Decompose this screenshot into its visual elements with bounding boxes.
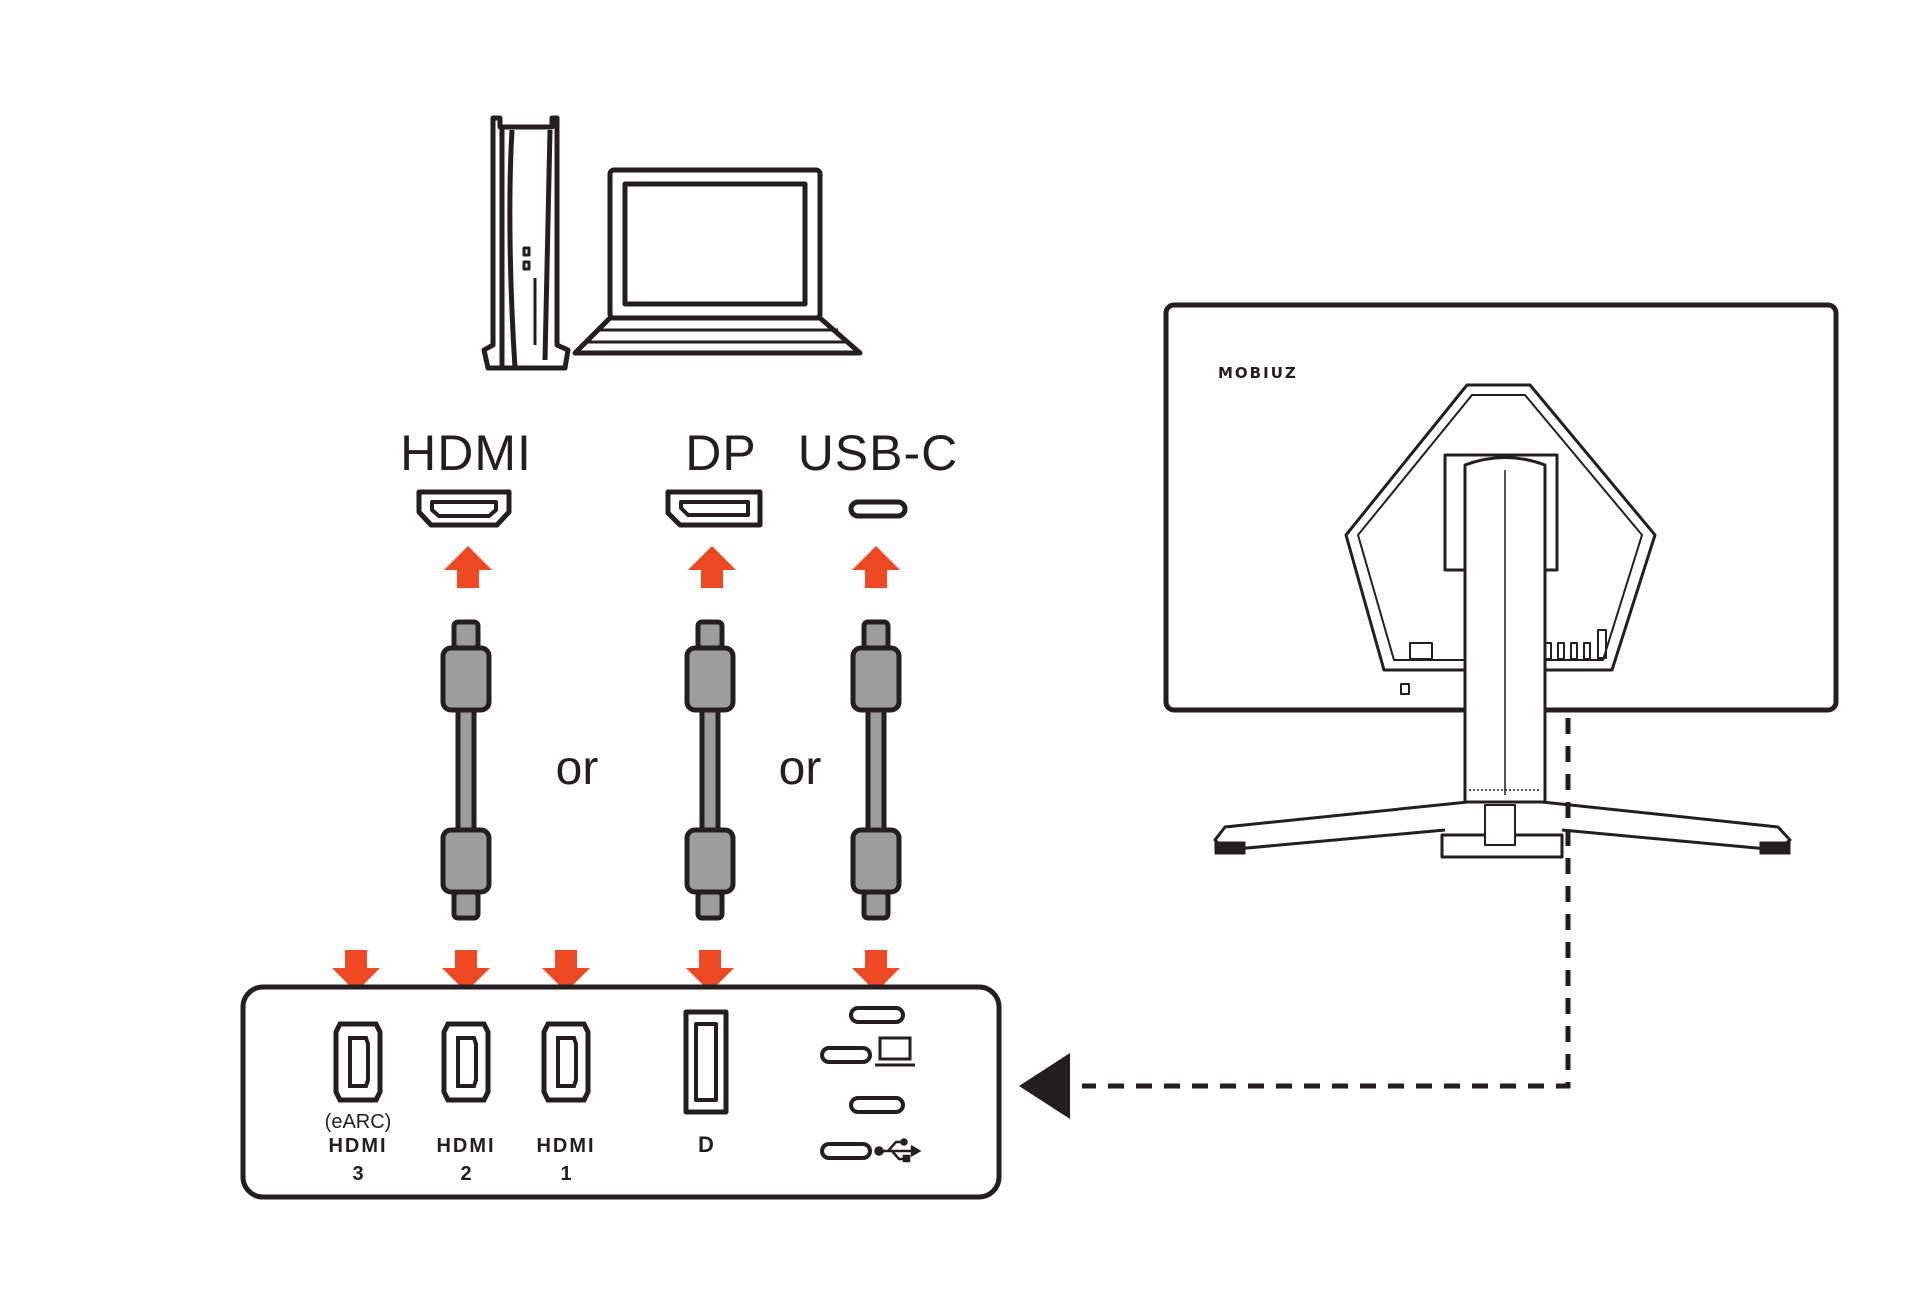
hdmi1-logo: HDMI	[536, 1135, 595, 1157]
up-arrow-hdmi	[444, 546, 492, 588]
callout-arrowhead	[1019, 1053, 1070, 1119]
callout-dashed-line	[1082, 718, 1571, 1089]
monitor-brand-logo: MOBIUZ	[1218, 364, 1298, 382]
usbc-cable	[853, 622, 899, 918]
laptop-icon	[572, 167, 863, 356]
up-arrow-dp	[688, 546, 736, 588]
port-panel	[240, 984, 1002, 1200]
usbc-label: USB-C	[798, 425, 959, 481]
hdmi2-logo: HDMI	[436, 1135, 495, 1157]
hdmi-label: HDMI	[400, 425, 532, 481]
or-label-2: or	[779, 742, 822, 795]
usbc-port-usb	[820, 1142, 872, 1160]
or-label-1: or	[556, 742, 599, 795]
dp-label: DP	[685, 425, 756, 481]
usbc-port-top	[849, 1006, 905, 1024]
dp-port-icon	[665, 489, 763, 528]
hdmi-port-icon	[416, 489, 512, 528]
hdmi2-number: 2	[460, 1163, 471, 1185]
hdmi1-number: 1	[560, 1163, 571, 1185]
hdmi3-logo: HDMI	[328, 1135, 387, 1157]
hdmi3-earc-label: (eARC)	[325, 1111, 392, 1133]
laptop-small-icon	[875, 1036, 915, 1067]
up-arrow-usbc	[852, 546, 900, 588]
dp-port	[683, 1009, 729, 1115]
dp-cable	[687, 622, 733, 918]
monitor-rear-view	[1163, 302, 1839, 859]
usbc-port-laptop	[820, 1046, 872, 1064]
usbc-port-middle	[849, 1096, 905, 1114]
hdmi3-number: 3	[352, 1163, 363, 1185]
usb-icon	[874, 1138, 922, 1163]
game-console-icon	[481, 115, 571, 371]
dp-logo: D	[698, 1132, 714, 1157]
usbc-port-icon	[848, 499, 908, 519]
hdmi-cable	[443, 622, 489, 918]
